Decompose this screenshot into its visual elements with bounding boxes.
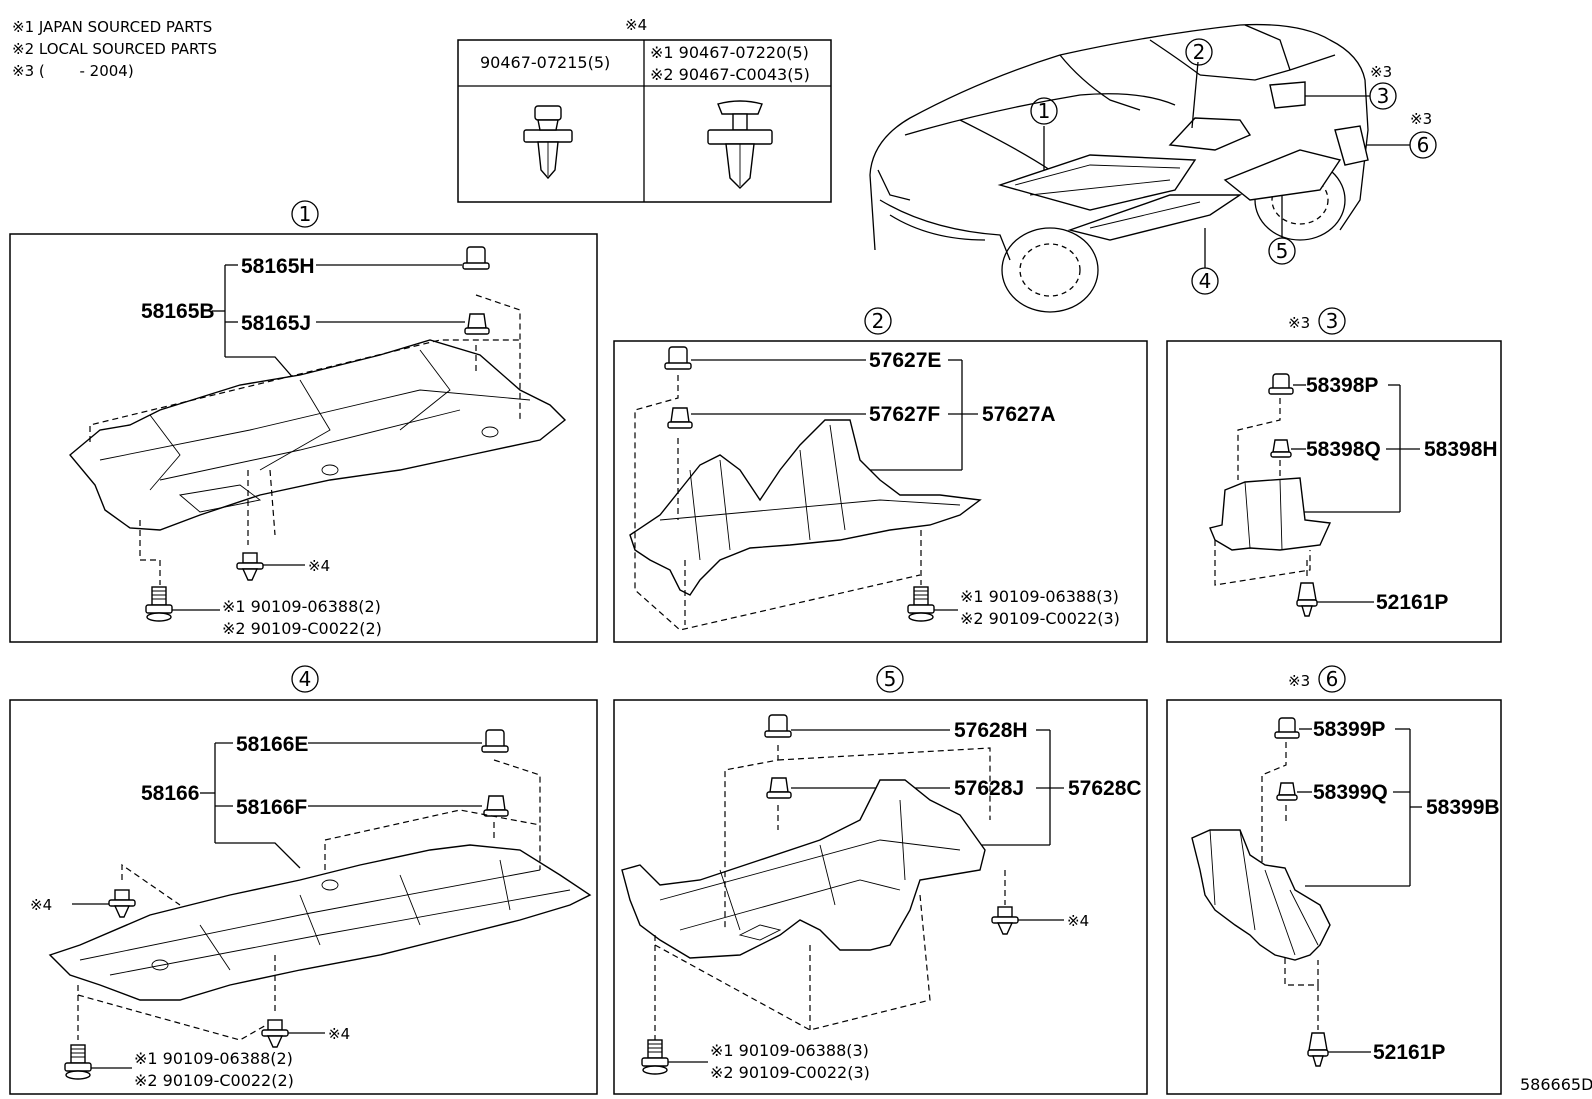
label-58399Q: 58399Q [1313, 781, 1388, 804]
bolt-90109-icon [64, 1044, 92, 1080]
clip-90467-07215-icon [523, 105, 573, 180]
panel-4-mark4-a: ※4 [30, 896, 52, 914]
legend-japan: ※1 JAPAN SOURCED PARTS [12, 18, 212, 36]
overview-callout-1: 1 [1038, 99, 1051, 123]
legend-year: ※3 ( - 2004) [12, 62, 134, 80]
clip-table-caption: ※4 [625, 16, 647, 34]
clip-mark4-icon [108, 889, 136, 918]
clip-mark4-icon [236, 552, 264, 581]
panel-5: 5 57628H 57628J 57628C ※4 [613, 665, 1148, 1095]
label-58398H: 58398H [1424, 438, 1498, 461]
clip-58166F-icon [486, 795, 506, 811]
cover-58399B-icon [1191, 829, 1331, 961]
panel-4-frame [9, 699, 598, 1095]
overview-callout-5: 5 [1276, 239, 1289, 263]
label-57628H: 57628H [954, 719, 1028, 742]
panel-1-bolt-local: ※2 90109-C0022(2) [222, 619, 382, 638]
label-57628C: 57628C [1068, 777, 1142, 800]
panel-3-number: 3 [1326, 309, 1339, 333]
vehicle-overview: 1 2 3 ※3 6 ※3 4 5 [869, 23, 1437, 313]
panel-5-frame [613, 699, 1148, 1095]
panel-3: ※3 3 58398P 58398Q 58398H 52161P [1166, 307, 1502, 643]
pin-52161P-icon [1296, 582, 1318, 617]
clip-58165J-icon [467, 313, 487, 329]
clip-table: ※4 90467-07215(5) ※1 90467-07220(5) ※2 9… [457, 16, 832, 203]
label-58398P: 58398P [1306, 374, 1378, 397]
panel-4-mark4-b: ※4 [328, 1025, 350, 1043]
clip-57628J-icon [769, 777, 789, 793]
panel-1: 1 58165H 58165B 58165J [9, 200, 598, 643]
clip-mark4-icon [261, 1019, 289, 1048]
bolt-90109-icon [145, 586, 173, 622]
panel-1-number: 1 [299, 202, 312, 226]
label-58165J: 58165J [241, 312, 311, 335]
cover-57628C-icon [621, 779, 986, 959]
label-57628J: 57628J [954, 777, 1024, 800]
panel-2-bolt-japan: ※1 90109-06388(3) [960, 587, 1119, 606]
clip-58399Q-icon [1278, 782, 1296, 796]
panel-2: 2 57627E 57627F 57627A ※1 90109-06388(3)… [613, 307, 1148, 643]
label-58399B: 58399B [1426, 796, 1500, 819]
shield-57627A-icon [629, 419, 982, 596]
label-57627E: 57627E [869, 349, 941, 372]
cover-58398H-icon [1209, 477, 1332, 551]
overview-mark-3a: ※3 [1370, 63, 1392, 81]
label-52161P-b: 52161P [1373, 1041, 1445, 1064]
overview-callout-6: 6 [1417, 133, 1430, 157]
overview-callout-4: 4 [1199, 269, 1212, 293]
panel-4-bolt-japan: ※1 90109-06388(2) [134, 1049, 293, 1068]
overview-mark-3b: ※3 [1410, 110, 1432, 128]
panel-4: 4 58166E 58166 58166F ※ [9, 665, 598, 1095]
clip-table-col2a: ※1 90467-07220(5) [650, 43, 809, 62]
label-58166E: 58166E [236, 733, 308, 756]
panel-5-bolt-japan: ※1 90109-06388(3) [710, 1041, 869, 1060]
bolt-90109-icon [641, 1039, 669, 1075]
panel-3-mark: ※3 [1288, 314, 1310, 332]
label-58165B: 58165B [141, 300, 215, 323]
pin-52161P-icon [1307, 1032, 1329, 1067]
panel-1-mark4: ※4 [308, 557, 330, 575]
panel-1-frame [9, 233, 598, 643]
clip-table-col2b: ※2 90467-C0043(5) [650, 65, 810, 84]
panel-5-number: 5 [884, 667, 897, 691]
legend-local: ※2 LOCAL SOURCED PARTS [12, 40, 217, 58]
panel-6-number: 6 [1326, 667, 1339, 691]
legend: ※1 JAPAN SOURCED PARTS ※2 LOCAL SOURCED … [12, 18, 217, 80]
clip-58398Q-icon [1272, 439, 1290, 453]
label-58165H: 58165H [241, 255, 315, 278]
panel-2-number: 2 [872, 309, 885, 333]
under-cover-58166-icon [48, 844, 592, 1001]
overview-callout-2: 2 [1193, 40, 1206, 64]
label-58398Q: 58398Q [1306, 438, 1381, 461]
label-58399P: 58399P [1313, 718, 1385, 741]
panel-4-bolt-local: ※2 90109-C0022(2) [134, 1071, 294, 1090]
panel-5-mark4: ※4 [1067, 912, 1089, 930]
overview-callout-3: 3 [1377, 84, 1390, 108]
panel-2-bolt-local: ※2 90109-C0022(3) [960, 609, 1120, 628]
clip-57627F-icon [670, 407, 690, 423]
label-57627A: 57627A [982, 403, 1056, 426]
panel-6-mark: ※3 [1288, 672, 1310, 690]
panel-4-number: 4 [299, 667, 312, 691]
bolt-90109-icon [907, 586, 935, 622]
panel-2-frame [613, 340, 1148, 643]
clip-mark4-icon [991, 906, 1019, 935]
label-58166: 58166 [141, 782, 199, 805]
panel-3-frame [1166, 340, 1502, 643]
clip-90467-07220-icon [707, 100, 773, 189]
clip-table-col1: 90467-07215(5) [480, 53, 610, 72]
label-52161P-a: 52161P [1376, 591, 1448, 614]
diagram-reference: 586665D [1520, 1075, 1592, 1094]
panel-1-bolt-japan: ※1 90109-06388(2) [222, 597, 381, 616]
panel-6-frame [1166, 699, 1502, 1095]
label-57627F: 57627F [869, 403, 940, 426]
panel-5-bolt-local: ※2 90109-C0022(3) [710, 1063, 870, 1082]
under-cover-58165B-icon [69, 339, 567, 531]
panel-6: ※3 6 58399P 58399Q 58399B 52161P [1166, 665, 1502, 1095]
label-58166F: 58166F [236, 796, 307, 819]
